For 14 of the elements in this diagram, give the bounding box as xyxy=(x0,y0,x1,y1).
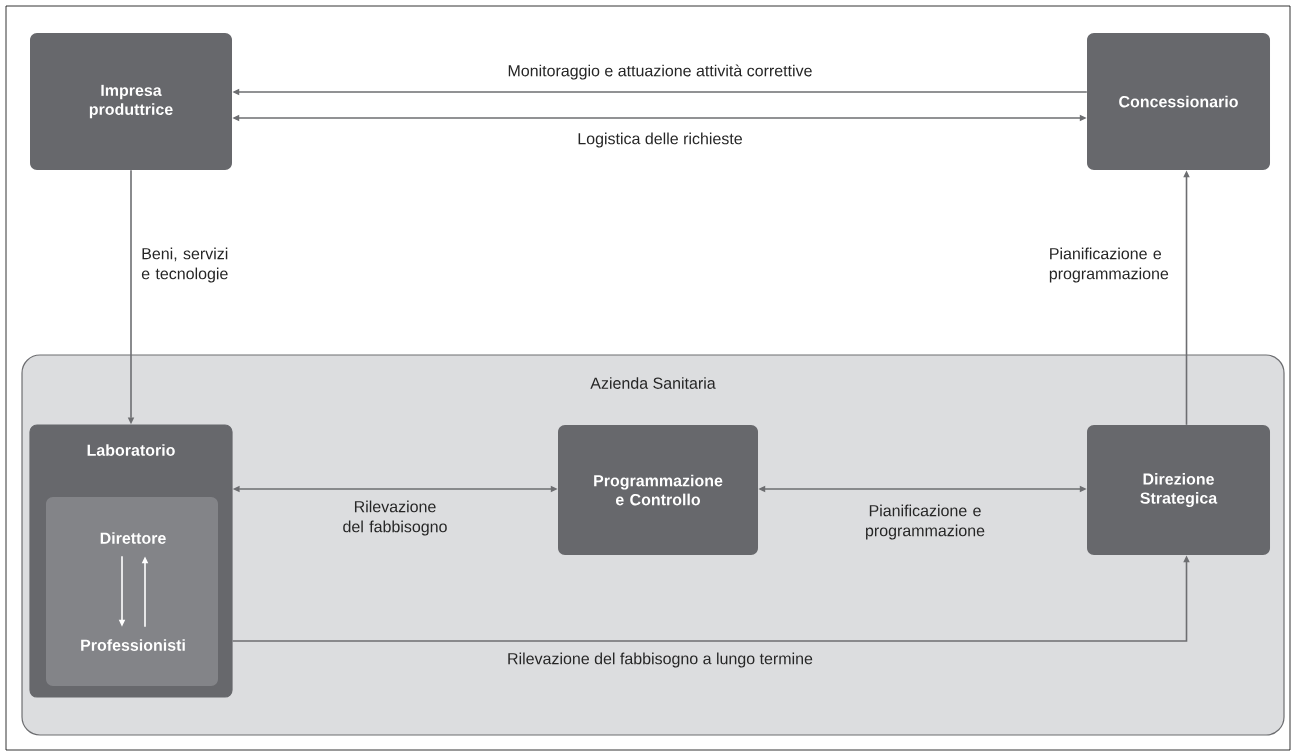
edge-label: Pianificazione e programmazione xyxy=(866,504,985,540)
process-box: Impresa produttrice xyxy=(30,33,232,170)
edge-label: Pianificazione e programmazione xyxy=(1049,247,1169,283)
process-box: Concessionario xyxy=(1087,33,1270,170)
inner-box xyxy=(46,497,218,686)
process-box: Direzione Strategica xyxy=(1087,425,1270,555)
edge-label: Beni, servizi e tecnologie xyxy=(141,247,228,283)
edge-label: Rilevazione del fabbisogno a lungo termine xyxy=(508,652,813,668)
role-label: Professionisti xyxy=(81,639,185,651)
role-label: Direttore xyxy=(100,532,166,544)
edge-label: Monitoraggio e attuazione attività correttive xyxy=(508,64,812,80)
process-box: Programmazione e Controllo xyxy=(558,425,758,555)
edge-label: Rilevazione del fabbisogno xyxy=(343,500,447,536)
edge-label: Logistica delle richieste xyxy=(578,132,742,148)
